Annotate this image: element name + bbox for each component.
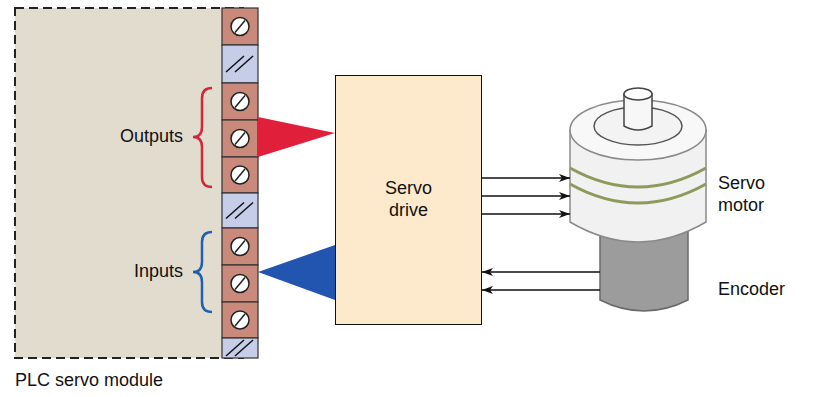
terminal [222,83,258,120]
node-label: Encoder [718,279,785,301]
break-mark [235,56,253,72]
motor-band [570,184,706,203]
signal-wire [482,271,600,273]
terminal-spacer [222,193,258,228]
break-mark [226,340,244,356]
node-label: Servo drive [379,178,439,221]
terminal-screw [231,93,249,111]
signal-wedge [258,117,335,157]
terminal-screw [231,18,249,36]
motor-band [570,168,706,187]
servo-motor: Servo motor [570,85,708,245]
outputs-brace [193,88,212,187]
plc-module: PLC servo module [15,8,258,358]
screw-slot [235,278,245,290]
terminal [222,157,258,193]
terminal-spacer [222,45,258,83]
screw-slot [235,314,245,326]
process-box: Servo drive [335,75,482,325]
terminal [222,302,258,338]
signal-wire [482,195,570,197]
node-label: Servo motor [718,173,788,216]
signal-wire [482,213,570,215]
signal-wire [482,289,600,291]
break-mark [226,203,244,219]
signal-wedge [258,245,335,300]
module-housing [15,8,243,358]
terminal-screw [231,130,249,148]
terminal-screw [231,275,249,293]
signal-wire [482,177,570,179]
terminal-spacer [222,338,258,358]
terminal [222,8,258,45]
signal-group-label: Outputs [120,126,183,148]
screw-slot [235,21,245,33]
inputs-brace [193,232,212,312]
break-mark [235,203,253,219]
screw-slot [235,241,245,253]
break-mark [226,56,244,72]
terminal-screw [231,166,249,184]
terminal [222,120,258,157]
break-mark [235,340,253,356]
terminal-screw [231,311,249,329]
screw-slot [235,169,245,181]
signal-group-label: Inputs [134,261,183,283]
encoder: Encoder [600,245,688,313]
terminal-strip [222,8,258,358]
terminal [222,265,258,302]
node-label: PLC servo module [15,370,163,392]
terminal-screw [231,238,249,256]
shaft-end [624,88,652,100]
servo-motor-drawing [570,88,706,311]
screw-slot [235,96,245,108]
terminal [222,228,258,265]
screw-slot [235,133,245,145]
